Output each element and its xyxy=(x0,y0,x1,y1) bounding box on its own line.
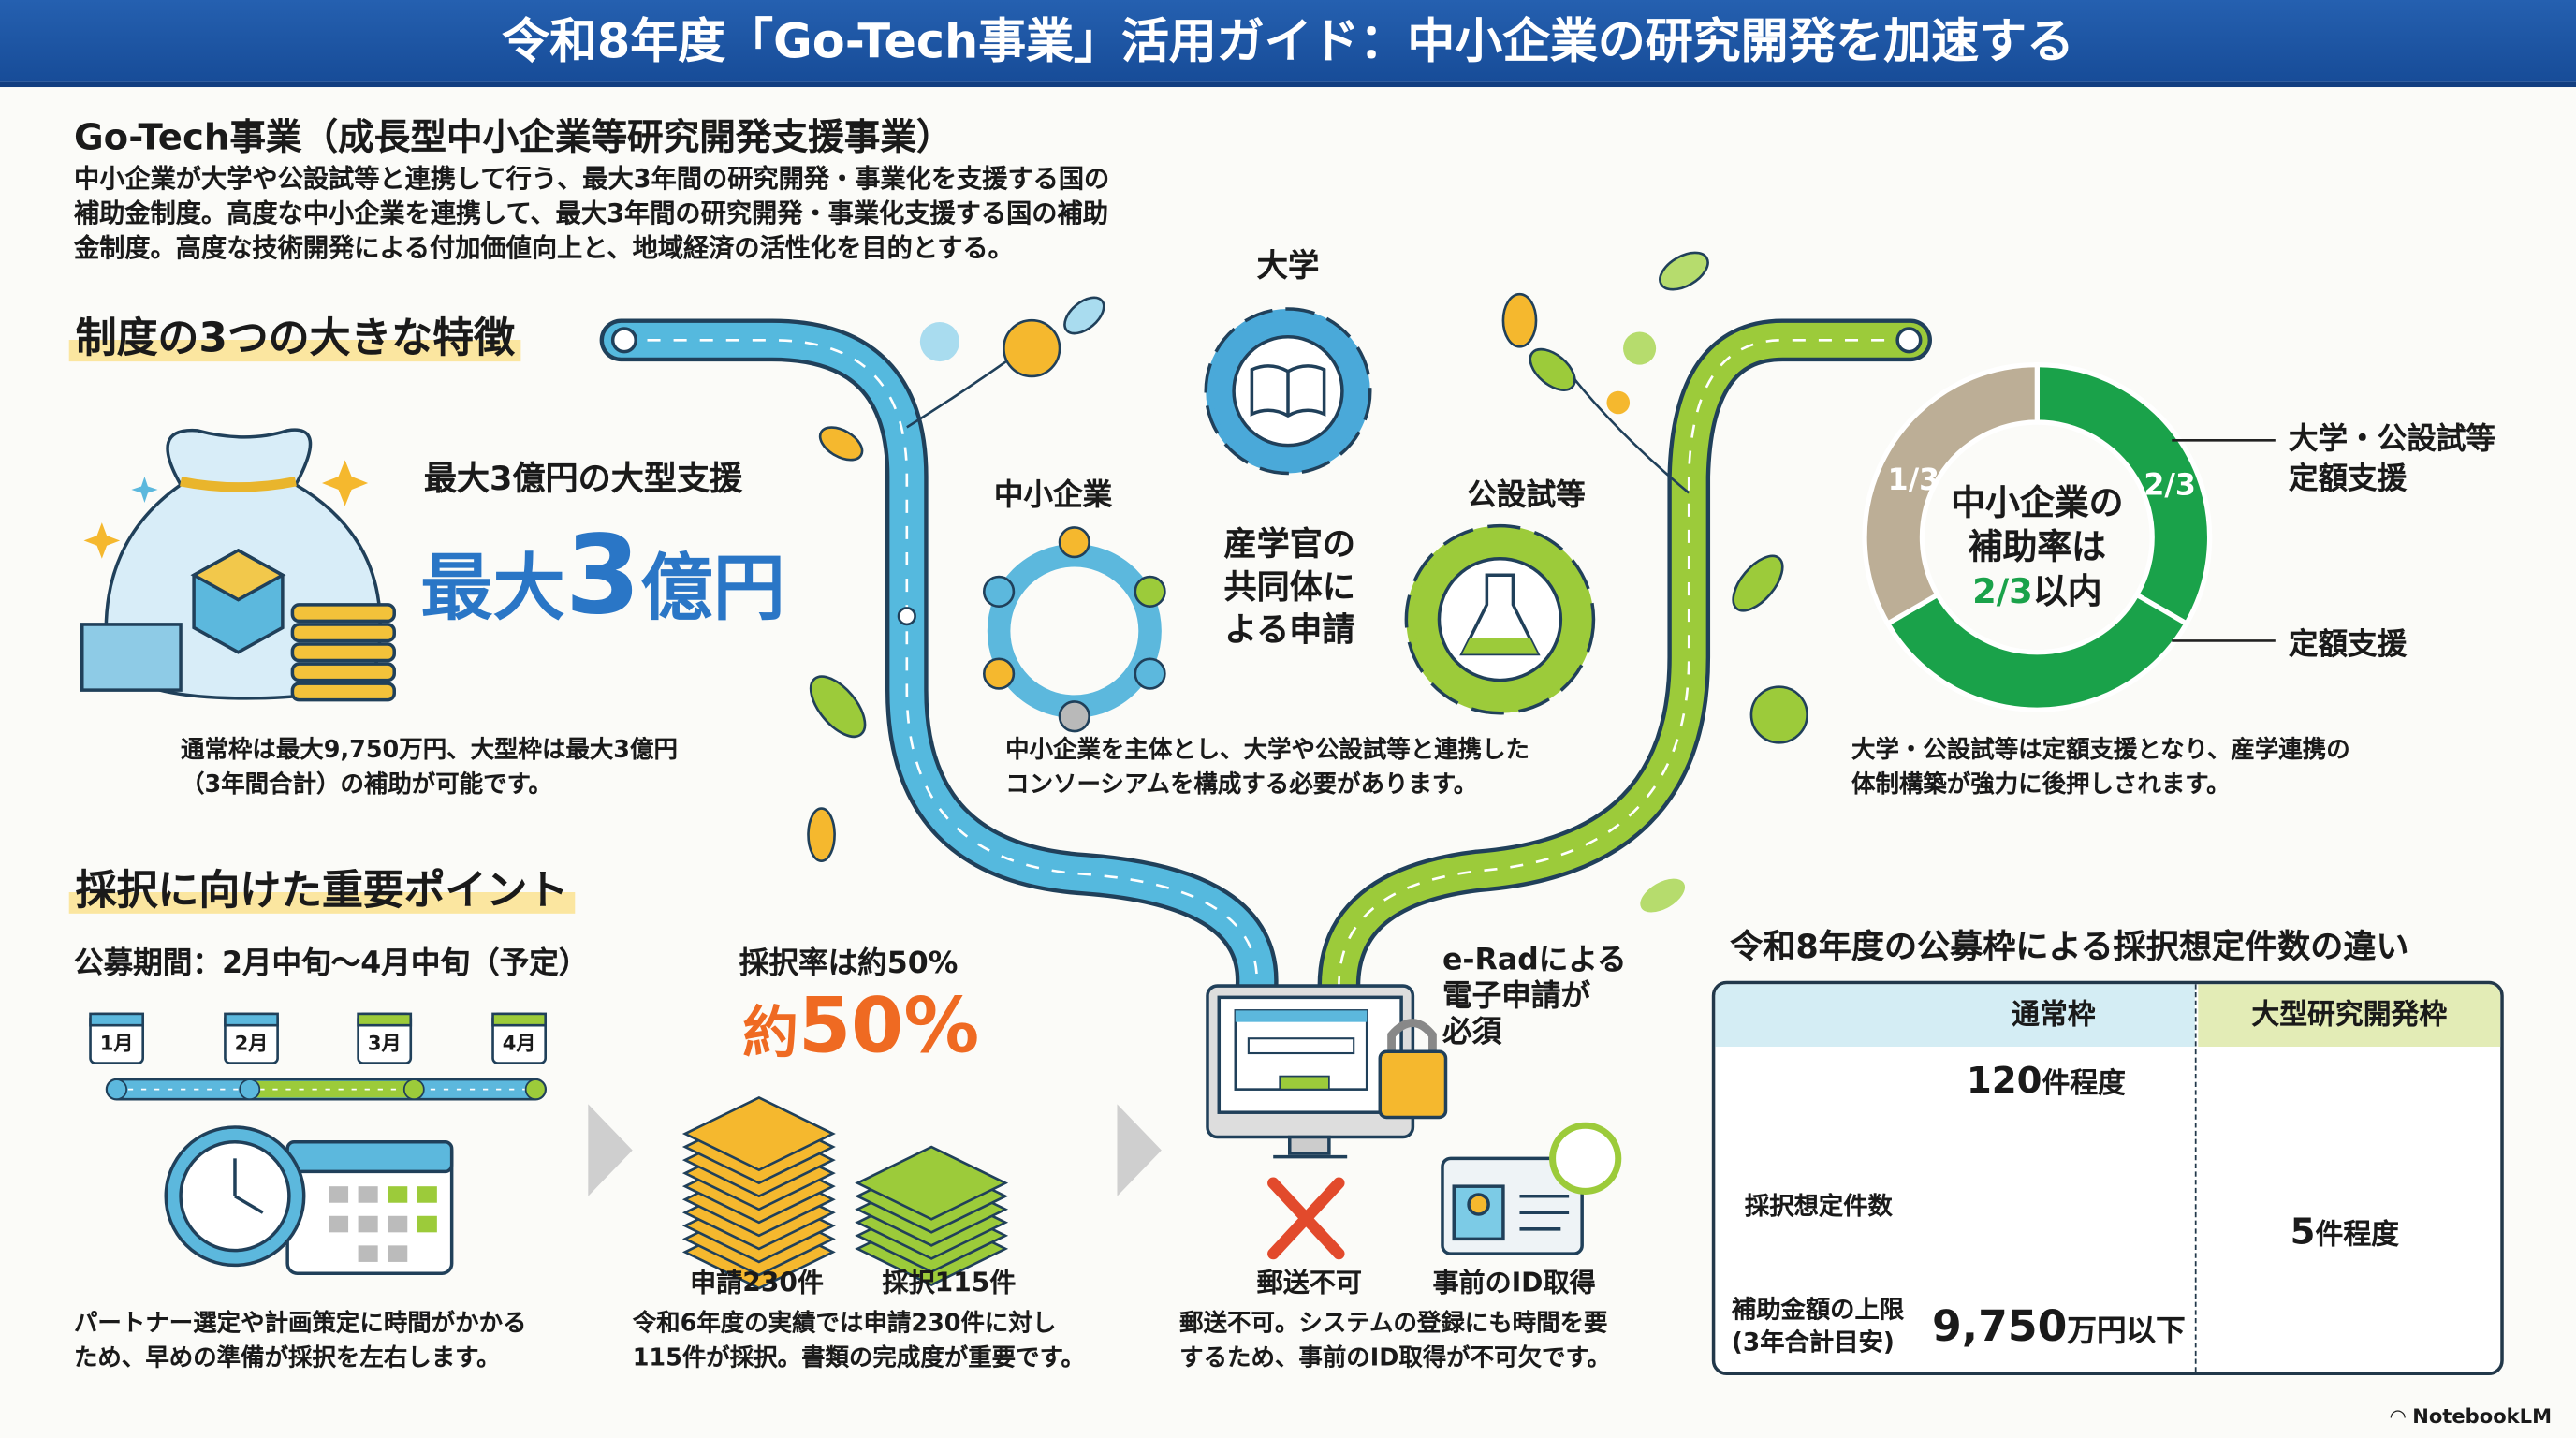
donut-slice xyxy=(1884,591,2190,712)
month-label: 3月 xyxy=(367,1032,402,1055)
donut-slice xyxy=(1862,361,2040,627)
adoption-rate-value: 50% xyxy=(798,980,980,1070)
erad-monitor-icon xyxy=(1206,984,1448,1159)
rate-result-caption: 令和6年度の実績では申請230件に対し xyxy=(632,1311,1057,1338)
subsidy-rate-donut xyxy=(1862,361,2213,712)
donut-annotation: 定額支援 xyxy=(2288,627,2408,663)
column-divider xyxy=(2194,984,2197,1372)
support-title: 最大3億円の大型支援 xyxy=(423,458,743,498)
intro-heading: Go-Tech事業（成長型中小企業等研究開発支援事業） xyxy=(73,118,953,160)
erad-text: 必須 xyxy=(1442,1015,1502,1050)
points-heading: 採択に向けた重要ポイント xyxy=(68,866,576,914)
rate-caption: 大学・公設試等は定額支援となり、産学連携の xyxy=(1851,738,2350,765)
adopted-document xyxy=(855,1145,1009,1221)
application-period: 公募期間：2月中旬〜4月中旬（予定） xyxy=(73,946,589,981)
support-amount-number: 3 xyxy=(564,512,641,639)
no-mail-x-icon xyxy=(1267,1177,1345,1260)
leaves-decoration xyxy=(807,251,1808,913)
green-road xyxy=(1317,318,1932,1007)
month-label: 2月 xyxy=(234,1032,269,1055)
support-caption: （3年間合計）の補助が可能です。 xyxy=(181,771,552,799)
rate-result-caption: 115件が採択。書類の完成度が重要です。 xyxy=(632,1345,1085,1372)
university-label: 大学 xyxy=(1256,248,1320,285)
limit-value-unit: 万円以下 xyxy=(2067,1314,2186,1349)
rate-center-text: 補助率は xyxy=(1968,527,2107,567)
brand-label: NotebookLM xyxy=(2412,1404,2553,1429)
public-lab-label: 公設試等 xyxy=(1467,477,1586,513)
intro-line: 中小企業が大学や公設試等と連携して行う、最大3年間の研究開発・事業化を支援する国… xyxy=(73,164,1110,195)
adopted-count: 採択115件 xyxy=(882,1267,1017,1299)
limit-value: 9,750万円以下 xyxy=(1932,1303,2186,1353)
bar-unit: 件程度 xyxy=(2315,1219,2399,1253)
bar-label-regular: 120件程度 xyxy=(1967,1060,2126,1103)
features-heading: 制度の3つの大きな特徴 xyxy=(68,314,522,362)
university-book-gear-icon xyxy=(1204,307,1372,476)
month-label: 1月 xyxy=(99,1032,134,1055)
donut-annotation: 定額支援 xyxy=(2288,462,2408,497)
month-calendars xyxy=(89,1012,548,1064)
chevron-arrow xyxy=(588,1104,633,1196)
notebooklm-brand: ◠ NotebookLM xyxy=(2390,1404,2553,1429)
adoption-rate-big: 約50% xyxy=(742,983,979,1077)
public-lab-flask-gear-icon xyxy=(1404,523,1596,715)
limit-label: (3年合計目安) xyxy=(1731,1328,1895,1357)
limit-value-number: 9,750 xyxy=(1931,1302,2068,1353)
intro-line: 補助金制度。高度な中小企業を連携して、最大3年間の研究開発・事業化支援する国の補… xyxy=(73,198,1108,228)
money-bag-icon xyxy=(80,428,396,702)
applied-count: 申請230件 xyxy=(690,1267,825,1299)
intro-line: 金制度。高度な技術開発による付加価値向上と、地域経済の活性化を目的とする。 xyxy=(73,233,1014,263)
rate-caption: 体制構築が強力に後押しされます。 xyxy=(1851,771,2231,799)
adoption-rate-prefix: 約 xyxy=(742,1000,798,1067)
rate-center-text: 中小企業の xyxy=(1951,482,2124,523)
donut-label-right: 2/3 xyxy=(2144,468,2196,504)
donut-slice xyxy=(2034,361,2213,627)
header-large: 大型研究開発枠 xyxy=(2198,984,2501,1047)
support-amount-prefix: 最大 xyxy=(420,547,565,631)
consortium-text: 共同体に xyxy=(1223,566,1355,607)
adoption-rate-title: 採択率は約50% xyxy=(739,946,959,981)
support-amount: 最大3億円 xyxy=(420,521,785,644)
support-caption: 通常枠は最大9,750万円、大型枠は最大3億円 xyxy=(181,738,678,765)
erad-caption: 郵送不可。システムの登録にも時間を要 xyxy=(1179,1311,1608,1338)
sme-collaboration-icon xyxy=(982,526,1166,733)
timeline-bar xyxy=(105,1078,548,1101)
support-amount-unit: 億円 xyxy=(640,547,785,631)
erad-text: 電子申請が xyxy=(1442,979,1590,1014)
bar-unit: 件程度 xyxy=(2042,1067,2126,1101)
applied-document xyxy=(681,1095,836,1172)
rate-suffix: 以内 xyxy=(2032,571,2102,611)
page-title: 令和8年度「Go-Tech事業」活用ガイド：中小企業の研究開発を加速する xyxy=(0,0,2576,88)
donut-label-left: 1/3 xyxy=(1887,462,1940,498)
erad-text: e-Radによる xyxy=(1442,943,1627,978)
table-title: 令和8年度の公募枠による採択想定件数の違い xyxy=(1730,926,2409,966)
consortium-caption: コンソーシアムを構成する必要があります。 xyxy=(1005,771,1478,799)
id-label: 事前のID取得 xyxy=(1432,1267,1596,1299)
document-stacks xyxy=(681,1095,1009,1290)
consortium-text: 産学官の xyxy=(1223,523,1355,564)
no-mail-label: 郵送不可 xyxy=(1256,1267,1363,1299)
sme-label: 中小企業 xyxy=(993,477,1113,513)
bar-value: 120 xyxy=(1966,1061,2042,1103)
limit-label: 補助金額の上限 xyxy=(1731,1295,1905,1325)
rate-value: 2/3 xyxy=(1972,571,2033,611)
clock-calendar-icon xyxy=(164,1125,454,1275)
id-card-stopwatch-icon xyxy=(1441,1122,1622,1255)
header-regular: 通常枠 xyxy=(1715,984,2195,1047)
blue-road xyxy=(599,318,1279,1007)
donut-annotation: 大学・公設試等 xyxy=(2288,422,2496,457)
chevron-arrow xyxy=(1117,1104,1162,1196)
comparison-table: 通常枠 大型研究開発枠 採択想定件数 120件程度 5件程度 補助金額の上限 (… xyxy=(1711,980,2504,1376)
consortium-caption: 中小企業を主体とし、大学や公設試等と連携した xyxy=(1005,738,1530,765)
period-caption: ため、早めの準備が採択を左右します。 xyxy=(73,1345,501,1372)
bar-value: 5 xyxy=(2290,1212,2316,1255)
period-caption: パートナー選定や計画策定に時間がかかる xyxy=(73,1311,527,1338)
bar-label-large: 5件程度 xyxy=(2290,1211,2399,1255)
consortium-text: よる申請 xyxy=(1224,609,1355,650)
row-label-count: 採択想定件数 xyxy=(1744,1191,1893,1222)
erad-caption: するため、事前のID取得が不可欠です。 xyxy=(1179,1345,1611,1372)
month-label: 4月 xyxy=(502,1032,536,1055)
